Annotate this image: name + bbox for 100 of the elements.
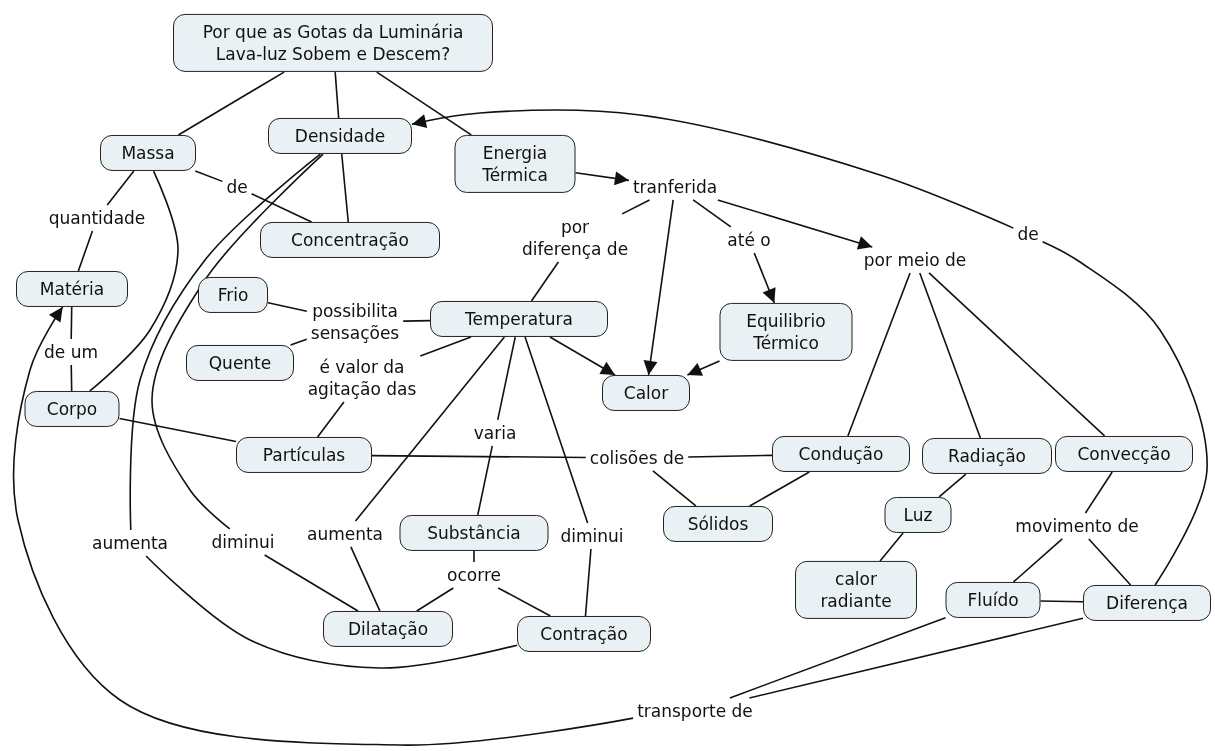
connector-line [106, 170, 135, 206]
concept-box [173, 13, 493, 73]
connector-line [938, 473, 967, 498]
connector-line [748, 617, 1084, 699]
concept-label: Contração [539, 622, 629, 646]
concept-box [399, 514, 549, 552]
connector-line [496, 336, 516, 421]
linking-phrase: por diferença de [520, 215, 630, 261]
concept-label: Massa [120, 141, 176, 165]
connector-line [316, 401, 345, 438]
concept-box [772, 435, 910, 473]
connector-line [70, 364, 73, 392]
concept-box [268, 117, 412, 155]
concept-box [884, 496, 952, 534]
concept-label: Densidade [293, 124, 387, 148]
connector-line [340, 153, 350, 223]
linking-phrase: varia [473, 421, 517, 445]
concept-label: Corpo [45, 397, 99, 421]
concept-label: calor radiante [819, 567, 893, 613]
connector-line [350, 546, 381, 612]
connector-line [918, 272, 982, 439]
connector-line [334, 71, 340, 119]
concept-label: Energia Térmica [481, 141, 549, 187]
linking-phrase: diminui [211, 530, 275, 554]
connector-line [145, 555, 518, 669]
linking-phrase: por meio de [863, 248, 967, 272]
connector-line [928, 272, 1106, 437]
connector-line [1039, 600, 1084, 603]
concept-label: Calor [622, 381, 670, 405]
arrow [716, 199, 874, 250]
arrow [574, 171, 630, 186]
connector-line [847, 272, 911, 437]
concept-label: Temperatura [464, 307, 574, 331]
connector-line [1012, 538, 1064, 583]
connector-line [879, 532, 904, 562]
concept-label: Fluído [966, 588, 1020, 612]
arrow [686, 360, 721, 376]
connector-line [1088, 538, 1132, 586]
linking-phrase: de um [44, 340, 98, 364]
concept-box [922, 437, 1052, 475]
concept-label: Frio [216, 283, 250, 307]
concept-box [430, 300, 608, 338]
connector-line [89, 170, 179, 392]
linking-phrase: aumenta [306, 522, 384, 546]
linking-phrase: possibilita sensações [309, 299, 401, 345]
connector-line [530, 261, 560, 302]
concept-label: Sólidos [686, 512, 750, 536]
concept-label: Equilibrio Térmico [745, 309, 827, 355]
linking-phrase: ocorre [447, 563, 501, 587]
concept-label: Diferença [1105, 591, 1189, 615]
connector-line [419, 336, 472, 357]
connector-line [194, 170, 224, 183]
connector-line [473, 550, 475, 563]
concept-box [100, 134, 196, 172]
concept-label: Por que as Gotas da Luminária Lava-luz Sobem e Descem? [201, 20, 465, 66]
concept-label: Partículas [261, 443, 347, 467]
linking-phrase: colisões de [589, 446, 685, 470]
arrow [12, 306, 634, 746]
linking-phrase: tranferida [632, 175, 718, 199]
connector-line [77, 230, 94, 272]
concept-label: Condução [797, 442, 885, 466]
connector-line [263, 554, 359, 612]
connector-line [729, 616, 947, 699]
linking-phrase: movimento de [1015, 514, 1139, 538]
concept-label: Matéria [38, 277, 106, 301]
connector-line [267, 301, 308, 313]
connector-line [748, 471, 811, 507]
concept-box [945, 581, 1041, 619]
concept-box [1083, 584, 1211, 622]
linking-phrase: de [1017, 222, 1039, 246]
concept-box [517, 615, 651, 653]
connector-line [289, 338, 308, 346]
concept-box [236, 436, 372, 474]
connector-line [354, 336, 506, 522]
concept-label: Concentração [290, 228, 410, 252]
connector-line [415, 587, 455, 612]
linking-phrase: de [226, 175, 248, 199]
linking-phrase: diminui [560, 524, 624, 548]
concept-label: Substância [426, 521, 522, 545]
connector-line [371, 454, 587, 459]
concept-box [260, 221, 440, 259]
concept-label: Radiação [947, 444, 1027, 468]
concept-label: Convecção [1076, 442, 1172, 466]
arrow [753, 252, 776, 304]
connector-line [477, 445, 494, 516]
linking-phrase: é valor da agitação das [306, 355, 418, 401]
connector-line [652, 470, 697, 507]
arrow [549, 336, 616, 376]
concept-box [719, 302, 853, 362]
concept-box [24, 390, 120, 428]
connector-line [402, 319, 431, 322]
concept-box [323, 610, 453, 648]
arrow [411, 109, 1015, 229]
connector-line [375, 71, 473, 136]
linking-phrase: aumenta [91, 531, 169, 555]
connector-line [250, 193, 313, 223]
connector-line [1041, 241, 1208, 586]
concept-box [602, 374, 690, 412]
connector-line [692, 199, 732, 228]
concept-box [454, 134, 576, 194]
